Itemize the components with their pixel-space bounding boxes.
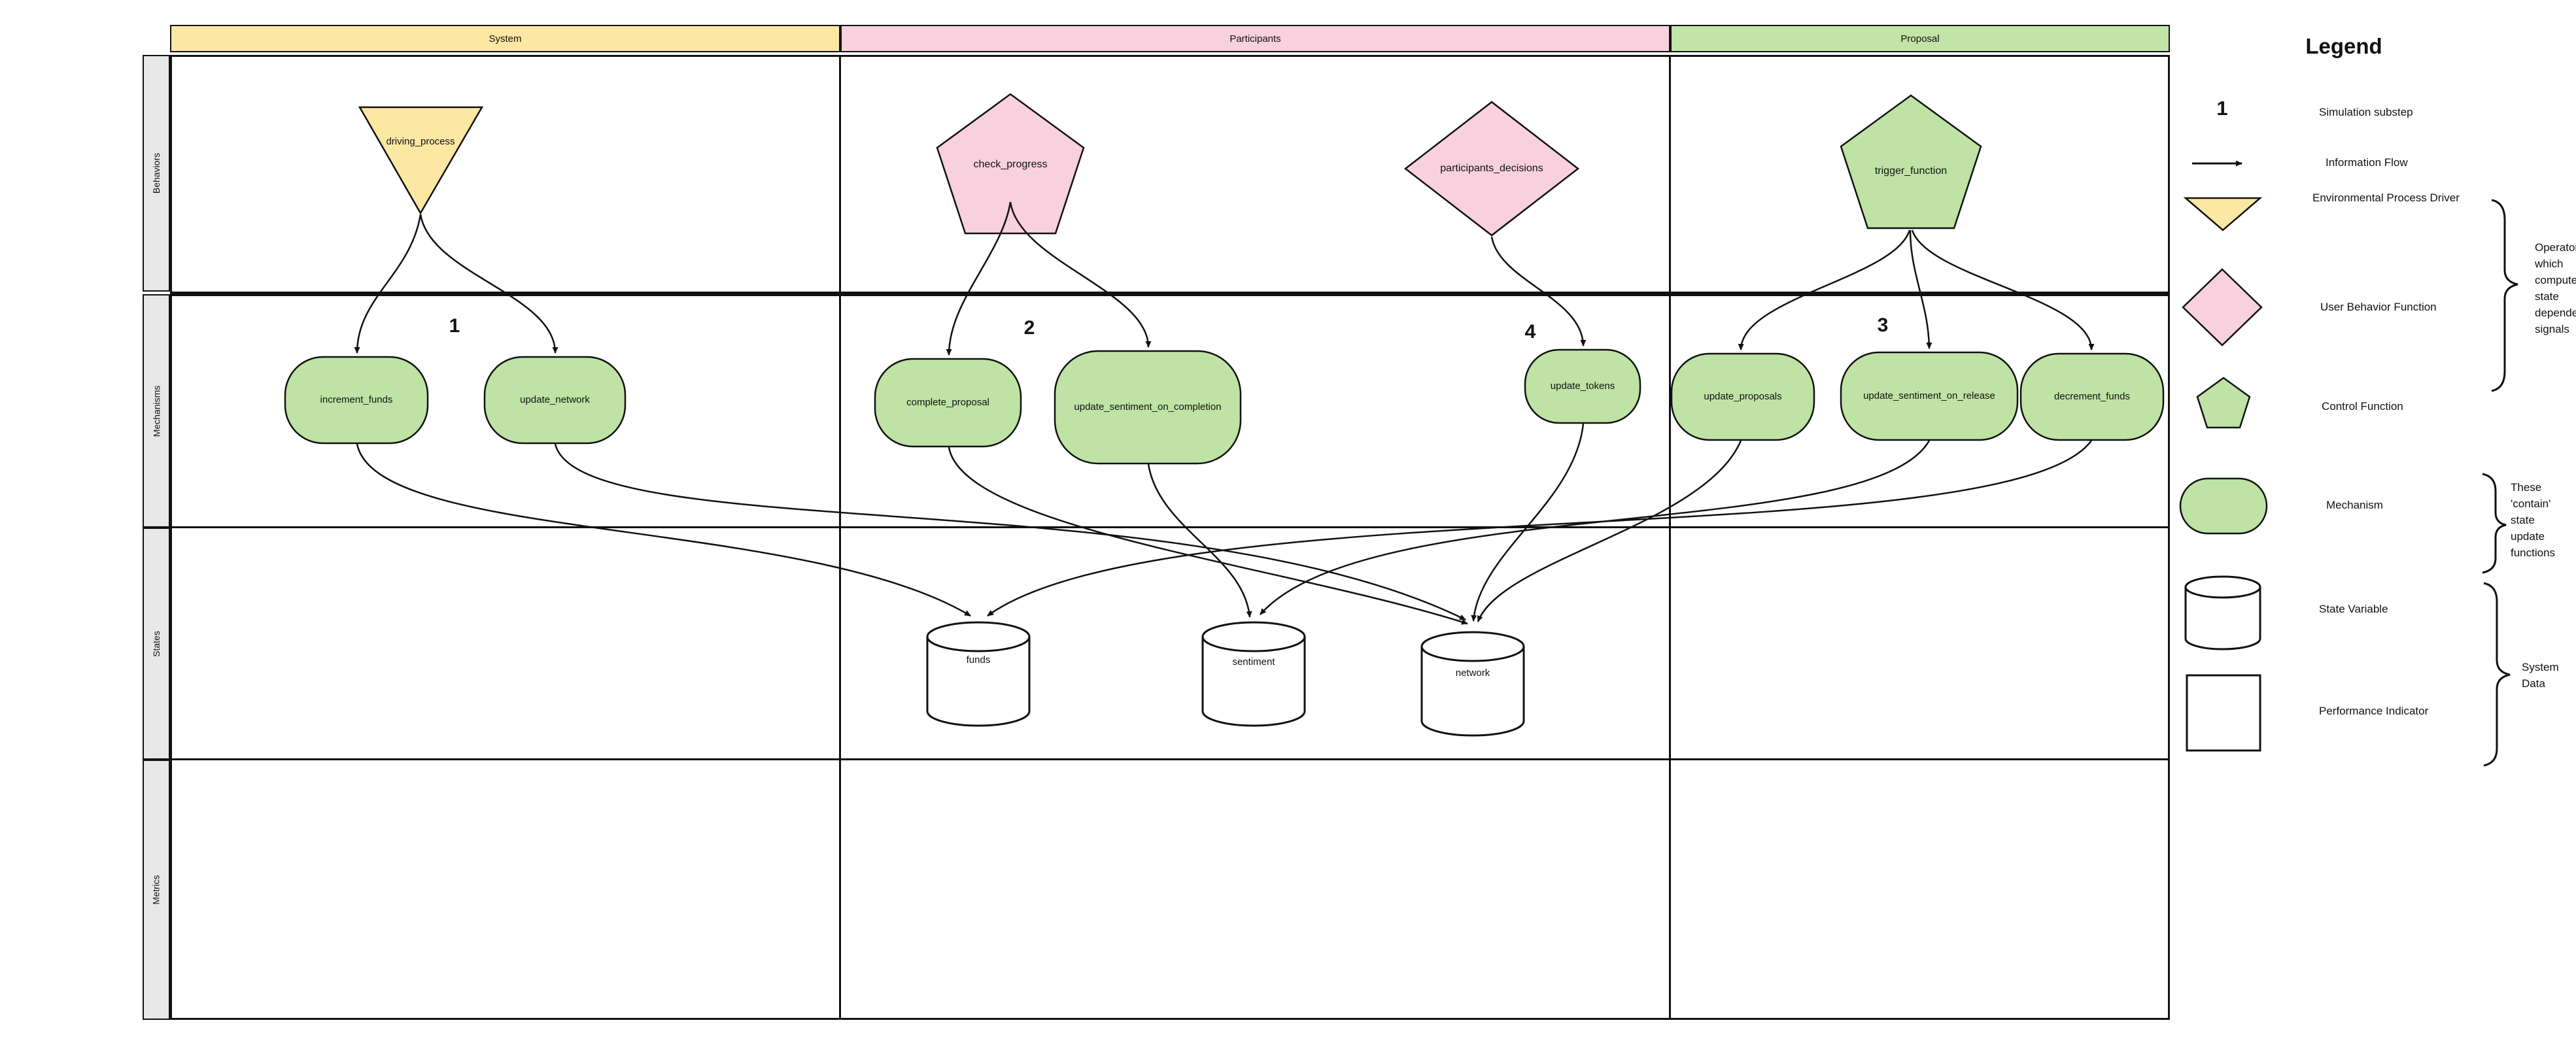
- mechanism-icon: [2179, 477, 2268, 535]
- column-header-system: System: [170, 25, 840, 52]
- legend-title: Legend: [2305, 34, 2382, 58]
- complete-proposal-label: complete_proposal: [906, 397, 989, 408]
- funds-state-cylinder: [926, 621, 1031, 727]
- grid-column-divider-2: [1669, 55, 1671, 1020]
- update-tokens-label: update_tokens: [1550, 380, 1615, 392]
- edge-driving-process-increment-funds: [354, 214, 422, 354]
- column-header-participants: Participants: [840, 25, 1670, 52]
- update-sentiment-on-completion-node: [1054, 350, 1242, 465]
- update-network-label: update_network: [520, 394, 590, 405]
- column-header-proposal-label: Proposal: [1900, 33, 1940, 44]
- edge-driving-process-update-network: [419, 214, 558, 354]
- legend-item-user-behavior-function: User Behavior Function: [2320, 301, 2437, 313]
- row-label-mechanisms: Mechanisms: [143, 294, 170, 528]
- annotation-state-update-functions: These 'contain' state update functions: [2511, 481, 2556, 559]
- substep-number-2: 2: [1023, 317, 1035, 339]
- annotation-system-data: System Data: [2522, 661, 2559, 690]
- substep-number-1: 1: [449, 315, 460, 337]
- update-network-node: [483, 356, 627, 445]
- legend-item-simulation-substep: Simulation substep: [2319, 106, 2413, 118]
- decrement-funds-node: [2019, 352, 2165, 441]
- edge-trigger-function-decrement-funds: [1911, 229, 2095, 350]
- sentiment-state-cylinder: [1201, 621, 1306, 727]
- check-progress-label: check_progress: [973, 159, 1048, 170]
- legend-substep-number: 1: [2216, 97, 2228, 120]
- legend-item-environmental-process-driver: Environmental Process Driver: [2312, 192, 2460, 204]
- legend-item-information-flow: Information Flow: [2326, 156, 2408, 169]
- control-function-icon: [2196, 377, 2251, 429]
- edge-update-sentiment-on-release-sentiment: [1260, 440, 1931, 615]
- edge-update-proposals-network: [1477, 440, 1742, 622]
- trigger-function-label: trigger_function: [1874, 165, 1948, 177]
- grid-row-divider-mechanisms-states: [170, 526, 2170, 528]
- legend-item-control-function: Control Function: [2322, 400, 2403, 413]
- decrement-funds-label: decrement_funds: [2054, 391, 2130, 402]
- substep-number-3: 3: [1877, 314, 1889, 336]
- column-header-system-label: System: [489, 33, 522, 44]
- network-state-label: network: [1455, 667, 1490, 679]
- edge-update-sentiment-on-completion-sentiment: [1147, 464, 1252, 618]
- driving-process-node: [358, 106, 484, 215]
- row-label-states: States: [143, 528, 170, 760]
- mechanism-to-state-edges: [356, 423, 2093, 625]
- increment-funds-label: increment_funds: [320, 394, 393, 405]
- row-label-metrics: Metrics: [143, 760, 170, 1020]
- grid-row-divider-behaviors-mechanisms: [170, 292, 2170, 296]
- environmental-process-driver-icon: [2183, 197, 2263, 231]
- legend-braces: [2482, 199, 2518, 767]
- edge-check-progress-update-sentiment-on-completion: [1009, 201, 1152, 348]
- mechanism-group-brace: [2482, 473, 2507, 574]
- funds-state-label: funds: [966, 654, 991, 666]
- update-sentiment-on-completion-label: update_sentiment_on_completion: [1074, 401, 1222, 413]
- edge-complete-proposal-network: [948, 447, 1468, 625]
- edge-decrement-funds-funds: [987, 440, 2093, 617]
- operators-group-brace: [2491, 199, 2518, 392]
- edge-update-tokens-network: [1471, 423, 1585, 622]
- complete-proposal-node: [874, 358, 1022, 448]
- column-header-proposal: Proposal: [1670, 25, 2170, 52]
- system-data-group-brace: [2483, 582, 2511, 767]
- participants-decisions-label: participants_decisions: [1440, 163, 1543, 174]
- edge-update-network-network: [554, 443, 1466, 621]
- behavior-to-mechanism-edges: [354, 201, 2095, 356]
- grid-row-divider-states-metrics: [170, 758, 2170, 760]
- edge-trigger-function-update-sentiment-on-release: [1909, 229, 1932, 349]
- update-proposals-label: update_proposals: [1704, 391, 1782, 402]
- edge-check-progress-complete-proposal: [946, 201, 1012, 356]
- update-sentiment-on-release-node: [1840, 351, 2019, 441]
- column-header-participants-label: Participants: [1229, 33, 1281, 44]
- performance-indicator-icon: [2186, 674, 2261, 752]
- edge-trigger-function-update-proposals: [1738, 229, 1911, 350]
- sentiment-state-label: sentiment: [1232, 656, 1275, 667]
- edge-participants-decisions-update-tokens: [1490, 236, 1587, 346]
- network-state-cylinder: [1420, 631, 1525, 737]
- diagram-grid: [170, 55, 2170, 1020]
- increment-funds-node: [284, 356, 429, 445]
- legend-item-performance-indicator: Performance Indicator: [2319, 705, 2429, 717]
- trigger-function-node: [1840, 94, 1982, 229]
- user-behavior-function-icon: [2182, 268, 2263, 346]
- update-tokens-node: [1524, 348, 1641, 424]
- participants-decisions-node: [1403, 101, 1580, 237]
- legend-item-state-variable: State Variable: [2319, 603, 2388, 615]
- annotation-operators: Operators which compute state dependent …: [2535, 241, 2576, 335]
- check-progress-node: [936, 93, 1085, 235]
- substep-number-4: 4: [1524, 321, 1536, 343]
- legend-item-mechanism: Mechanism: [2326, 499, 2383, 511]
- update-proposals-node: [1670, 352, 1815, 441]
- state-variable-icon: [2184, 575, 2261, 650]
- edge-increment-funds-funds: [356, 443, 971, 617]
- grid-column-divider-1: [839, 55, 841, 1020]
- update-sentiment-on-release-label: update_sentiment_on_release: [1863, 390, 1995, 401]
- row-label-behaviors: Behaviors: [143, 55, 170, 292]
- driving-process-label: driving_process: [386, 136, 455, 147]
